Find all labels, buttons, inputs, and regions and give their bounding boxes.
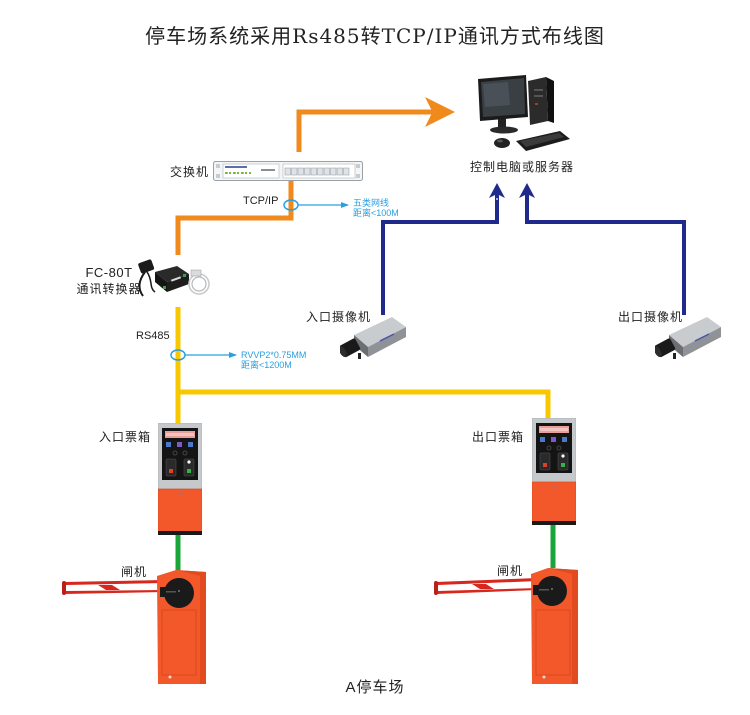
computer-label: 控制电脑或服务器 [470, 160, 575, 174]
rs485-cable-distance: 距离<1200M [241, 360, 292, 370]
ethernet-downlink-line [175, 172, 294, 255]
entry-ticket-box-label: 入口票箱 [99, 430, 152, 444]
parking-lot-caption: A停车场 [345, 679, 405, 696]
entry-barrier-icon [60, 568, 210, 686]
entry-camera-arrowhead [489, 183, 505, 198]
exit-camera-arrowhead [519, 183, 535, 198]
entry-ticket-box-icon [157, 422, 203, 535]
exit-barrier-icon [432, 566, 582, 686]
tcpip-cable-distance: 距离<100M [353, 208, 399, 218]
exit-camera-label: 出口摄像机 [618, 310, 684, 324]
converter-label: 通讯转换器 [76, 282, 142, 296]
entry-barrier-label: 闸机 [121, 565, 148, 579]
tcpip-link-label: TCP/IP [243, 195, 279, 207]
rs485-link-label: RS485 [136, 330, 170, 342]
exit-camera-video-line [525, 190, 686, 315]
entry-camera-icon [338, 313, 410, 363]
entry-camera-label: 入口摄像机 [306, 310, 372, 324]
rs485-cable-type: RVVP2*0.75MM [241, 350, 307, 360]
tcpip-cable-note: 五类网线 距离<100M [353, 198, 399, 218]
exit-camera-icon [653, 313, 725, 363]
rs485-branch-line [178, 389, 551, 424]
exit-barrier-label: 闸机 [497, 564, 524, 578]
network-switch-icon [213, 160, 363, 182]
converter-caption: FC-80T 通讯转换器 [70, 265, 148, 297]
parking-lot-caption-wrap: A停车场 [0, 676, 750, 697]
rs485-cable-note: RVVP2*0.75MM 距离<1200M [241, 350, 306, 370]
ethernet-uplink-line [296, 97, 455, 152]
entry-camera-video-line [381, 190, 499, 315]
desktop-computer-icon [474, 75, 570, 155]
diagram-title: 停车场系统采用Rs485转TCP/IP通讯方式布线图 [145, 24, 605, 48]
exit-ticket-box-label: 出口票箱 [472, 430, 525, 444]
switch-label: 交换机 [170, 165, 210, 179]
serial-converter-icon [133, 258, 213, 300]
tcpip-cable-type: 五类网线 [353, 198, 390, 208]
converter-model: FC-80T [85, 265, 133, 280]
exit-ticket-box-icon [531, 417, 577, 525]
